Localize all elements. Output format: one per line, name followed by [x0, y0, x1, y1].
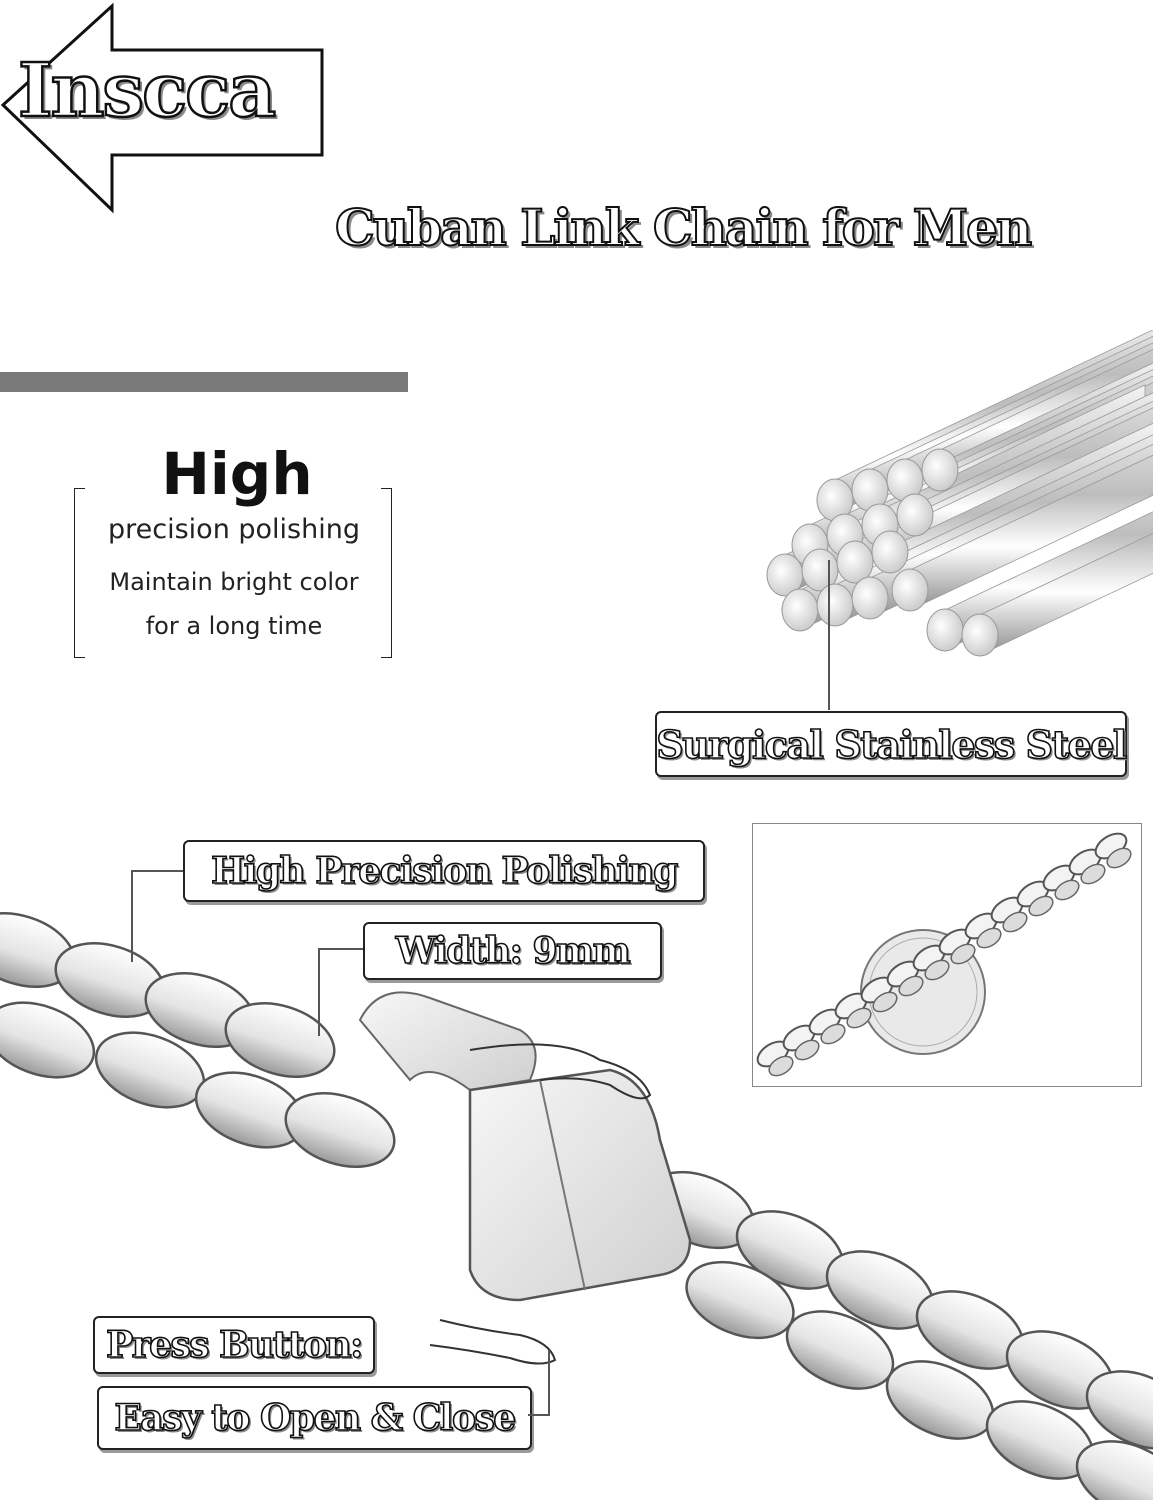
chain-clasp-image	[0, 880, 1153, 1504]
feature-heading: High	[161, 440, 313, 508]
width-label: Width: 9mm	[363, 922, 662, 980]
brand-logo	[0, 0, 330, 215]
left-arrow-icon	[0, 2, 324, 214]
easy-open-label: Easy to Open & Close	[97, 1386, 532, 1450]
rods-leader-line	[828, 560, 830, 710]
material-label: Surgical Stainless Steel	[655, 711, 1128, 777]
press-button-label-text: Press Button:	[105, 1323, 364, 1367]
feature-line: Maintain bright color	[109, 568, 359, 596]
polishing-leader-h	[131, 870, 183, 872]
polishing-leader-v	[131, 870, 133, 962]
polishing-label-text: High Precision Polishing	[210, 849, 679, 893]
feature-box	[74, 488, 392, 658]
chain-coin-image	[752, 823, 1142, 1087]
width-leader-h	[318, 948, 363, 950]
feature-line: for a long time	[145, 612, 323, 640]
press-button-label: Press Button:	[93, 1316, 375, 1374]
easy-open-label-text: Easy to Open & Close	[114, 1396, 517, 1440]
press-leader-h	[528, 1414, 548, 1416]
width-label-text: Width: 9mm	[395, 929, 632, 973]
polishing-label: High Precision Polishing	[183, 840, 705, 902]
right-bracket	[381, 488, 392, 658]
material-label-text: Surgical Stainless Steel	[655, 721, 1128, 768]
feature-line: precision polishing	[108, 514, 360, 545]
page-title: Cuban Link Chain for Men	[334, 197, 1033, 258]
steel-rods-image	[740, 329, 1153, 700]
brand-name: Inscca	[17, 47, 278, 136]
left-bracket	[74, 488, 85, 658]
press-leader-v	[548, 1350, 550, 1416]
width-leader-v	[318, 948, 320, 1036]
section-divider	[0, 372, 408, 392]
